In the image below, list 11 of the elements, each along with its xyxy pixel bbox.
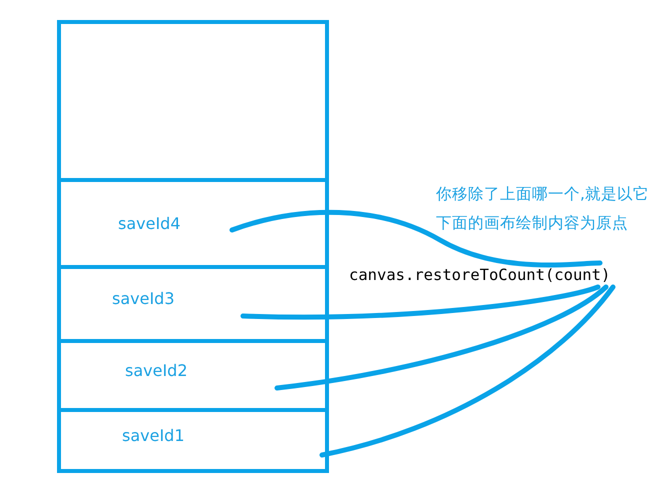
curved-connector <box>274 284 608 390</box>
stack-box <box>57 20 329 473</box>
curved-connector <box>230 210 602 268</box>
layer-label: saveId3 <box>112 289 175 308</box>
curved-connector <box>320 284 616 458</box>
note-text: 你移除了上面哪一个,就是以它下面的画布绘制内容为原点 <box>436 184 650 234</box>
curved-connector <box>240 284 600 320</box>
layer-label: saveId4 <box>118 214 181 233</box>
code-text: canvas.restoreToCount(count) <box>349 263 634 287</box>
layer-label: saveId2 <box>125 361 188 380</box>
layer-label: saveId1 <box>122 426 185 445</box>
